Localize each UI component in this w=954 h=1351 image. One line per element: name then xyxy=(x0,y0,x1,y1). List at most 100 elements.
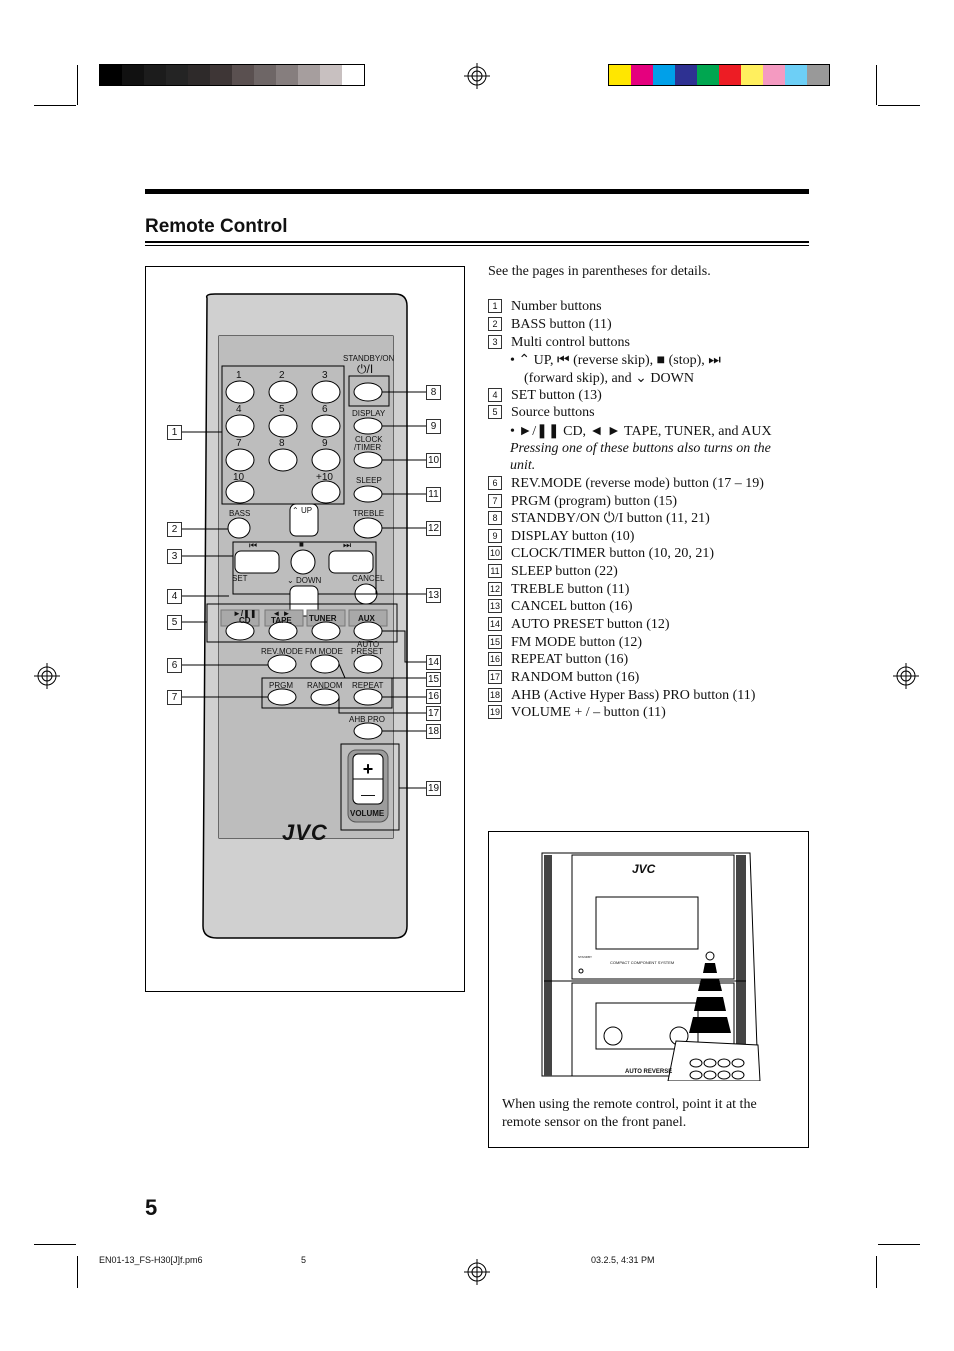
callout-2: 2 xyxy=(167,522,182,537)
unit-deck-text: AUTO REVERSE xyxy=(625,1069,673,1075)
color-swatch xyxy=(675,65,697,85)
callout-3: 3 xyxy=(167,549,182,564)
key-8: 8 xyxy=(279,438,285,449)
prgm-label: PRGM xyxy=(269,681,293,690)
color-bar xyxy=(608,64,830,86)
skip-back-icon: ⏮ xyxy=(249,540,258,550)
unit-illustration xyxy=(541,852,761,1081)
volume-label: VOLUME xyxy=(350,809,385,818)
note-line1: Pressing one of these buttons also turns… xyxy=(510,441,771,456)
up-label: ⌃ UP xyxy=(292,506,313,515)
footer-page: 5 xyxy=(301,1255,307,1265)
random-label: RANDOM xyxy=(307,681,343,690)
fm-mode-label: FM MODE xyxy=(305,647,343,656)
clock-label: CLOCK xyxy=(355,435,383,444)
unit-caption: When using the remote control, point it … xyxy=(502,1097,757,1130)
callout-13: 13 xyxy=(426,588,441,603)
color-swatch xyxy=(166,65,188,85)
key-1: 1 xyxy=(236,370,242,381)
intro-text: See the pages in parentheses for details… xyxy=(488,264,711,279)
treble-label: TREBLE xyxy=(353,509,385,518)
color-swatch xyxy=(298,65,320,85)
skip-forward-icon: ⏭ xyxy=(343,540,352,550)
crop-mark xyxy=(34,1244,76,1245)
unit-panel-text: COMPACT COMPONENT SYSTEM xyxy=(610,960,675,965)
preset-label: PRESET xyxy=(351,647,384,656)
key-3: 3 xyxy=(322,370,328,381)
standby-symbol: ⏻/I xyxy=(357,362,374,376)
color-swatch xyxy=(763,65,785,85)
callout-16: 16 xyxy=(426,689,441,704)
callout-10: 10 xyxy=(426,453,441,468)
key-10: 10 xyxy=(233,472,245,483)
top-rule xyxy=(145,189,809,194)
footer-date: 03.2.5, 4:31 PM xyxy=(591,1255,655,1265)
color-swatch xyxy=(719,65,741,85)
callout-11: 11 xyxy=(426,487,441,502)
source-line: • ►/❚❚ CD, ◄ ► TAPE, TUNER, and AUX xyxy=(510,424,772,439)
callout-17: 17 xyxy=(426,706,441,721)
color-swatch xyxy=(807,65,829,85)
key-plus10: +10 xyxy=(316,472,333,483)
page-title: Remote Control xyxy=(145,216,288,237)
ahb-pro-label: AHB PRO xyxy=(349,715,386,724)
unit-figure-box xyxy=(488,831,809,1148)
title-rule-thin xyxy=(145,245,809,246)
unit-brand: JVC xyxy=(632,862,656,876)
crop-mark xyxy=(77,1256,78,1288)
crop-mark xyxy=(878,1244,920,1245)
standby-label: STANDBY/ON xyxy=(343,354,395,363)
callout-7: 7 xyxy=(167,690,182,705)
sleep-label: SLEEP xyxy=(356,476,382,485)
multi-control-line2: (forward skip), and ⌄ DOWN xyxy=(524,371,694,386)
callout-9: 9 xyxy=(426,419,441,434)
note-line2: unit. xyxy=(510,458,536,473)
key-2: 2 xyxy=(279,370,285,381)
rev-mode-label: REV.MODE xyxy=(261,647,303,656)
page-number: 5 xyxy=(145,1195,158,1220)
color-swatch xyxy=(188,65,210,85)
grayscale-bar xyxy=(99,64,365,86)
color-swatch xyxy=(276,65,298,85)
callout-4: 4 xyxy=(167,589,182,604)
display-label: DISPLAY xyxy=(352,409,386,418)
callout-1: 1 xyxy=(167,425,182,440)
multi-control-line1: • ⌃ UP, ⏮ (reverse skip), ■ (stop), ⏭ xyxy=(510,353,721,368)
color-swatch xyxy=(254,65,276,85)
auto-label: AUTO xyxy=(357,640,380,649)
down-label: ⌄ DOWN xyxy=(287,576,322,585)
stop-icon: ■ xyxy=(299,540,304,549)
color-swatch xyxy=(653,65,675,85)
aux-label: AUX xyxy=(358,614,375,623)
set-label: SET xyxy=(232,574,248,583)
color-swatch xyxy=(232,65,254,85)
color-swatch xyxy=(342,65,364,85)
crop-mark xyxy=(876,65,877,105)
color-swatch xyxy=(609,65,631,85)
bass-label: BASS xyxy=(229,509,251,518)
title-rule xyxy=(145,241,809,243)
remote-labels: STANDBY/ON ⏻/I DISPLAY CLOCK /TIMER SLEE… xyxy=(145,266,465,992)
cd-label: ►/❚❚CD xyxy=(233,609,257,625)
color-swatch xyxy=(210,65,232,85)
color-swatch xyxy=(100,65,122,85)
color-swatch xyxy=(122,65,144,85)
color-swatch xyxy=(741,65,763,85)
svg-text:+: + xyxy=(363,759,374,779)
color-swatch xyxy=(697,65,719,85)
callout-8: 8 xyxy=(426,385,441,400)
tuner-label: TUNER xyxy=(309,614,337,623)
